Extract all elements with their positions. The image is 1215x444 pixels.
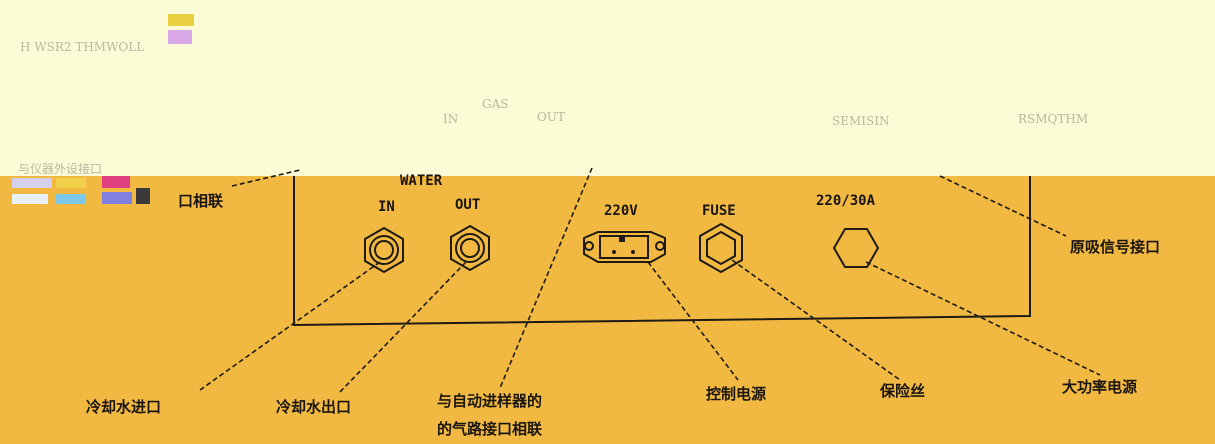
glitch-artifact-left-3 [56,178,86,188]
control-power-callout: 控制电源 [706,385,767,403]
top-faded-region [0,0,1215,176]
leader-control-power [647,261,739,381]
water-out-label: OUT [455,197,481,213]
cooling-water-outlet-callout: 冷却水出口 [276,398,352,416]
autosampler-gas-callout-line1: 与自动进样器的 [437,392,543,410]
water-in-fitting [364,226,404,274]
faint-right-label-b: RSMQTHM [1018,112,1089,126]
leader-high-power [865,261,1101,376]
gas-in-label: IN [443,112,459,126]
water-label: WATER [400,173,443,189]
header-faint-text: H WSR2 THMWOLL [20,40,145,54]
panel-outline [293,176,1031,327]
leader-signal-port [939,175,1067,237]
leader-water-in [199,261,381,391]
glitch-artifact-left-5 [102,176,130,188]
original-signal-port-callout: 原吸信号接口 [1070,238,1161,256]
glitch-artifact-left-6 [102,192,132,204]
glitch-artifact-left-7 [136,188,150,204]
leader-top-left [231,169,301,187]
cooling-water-inlet-callout: 冷却水进口 [86,398,162,416]
fuse-label: FUSE [702,203,736,219]
power-220v-label: 220V [604,203,638,219]
glitch-artifact-top-2 [168,30,192,44]
fuse-holder [699,222,743,274]
top-left-partial-callout: 口相联 [178,192,224,210]
leader-fuse [731,259,901,381]
gas-out-label: OUT [537,110,565,124]
high-power-supply-callout: 大功率电源 [1062,378,1138,396]
faint-right-label-a: SEMISIN [832,114,890,128]
water-out-fitting [450,224,490,272]
fuse-callout: 保险丝 [880,382,926,400]
water-in-label: IN [378,199,395,215]
glitch-artifact-left-2 [12,194,48,204]
leader-gas [499,167,593,389]
control-power-socket [583,231,666,263]
gas-label: GAS [482,97,509,111]
glitch-artifact-left-4 [56,194,86,204]
glitch-artifact-left-1 [12,178,52,188]
high-power-outlet [832,228,880,268]
autosampler-gas-callout-line2: 的气路接口相联 [437,420,543,438]
faint-bottom-left-label: 与仪器外设接口 [18,162,103,176]
leader-water-out [339,261,467,393]
glitch-artifact-top [168,14,194,26]
power-30a-label: 220/30A [816,193,876,209]
